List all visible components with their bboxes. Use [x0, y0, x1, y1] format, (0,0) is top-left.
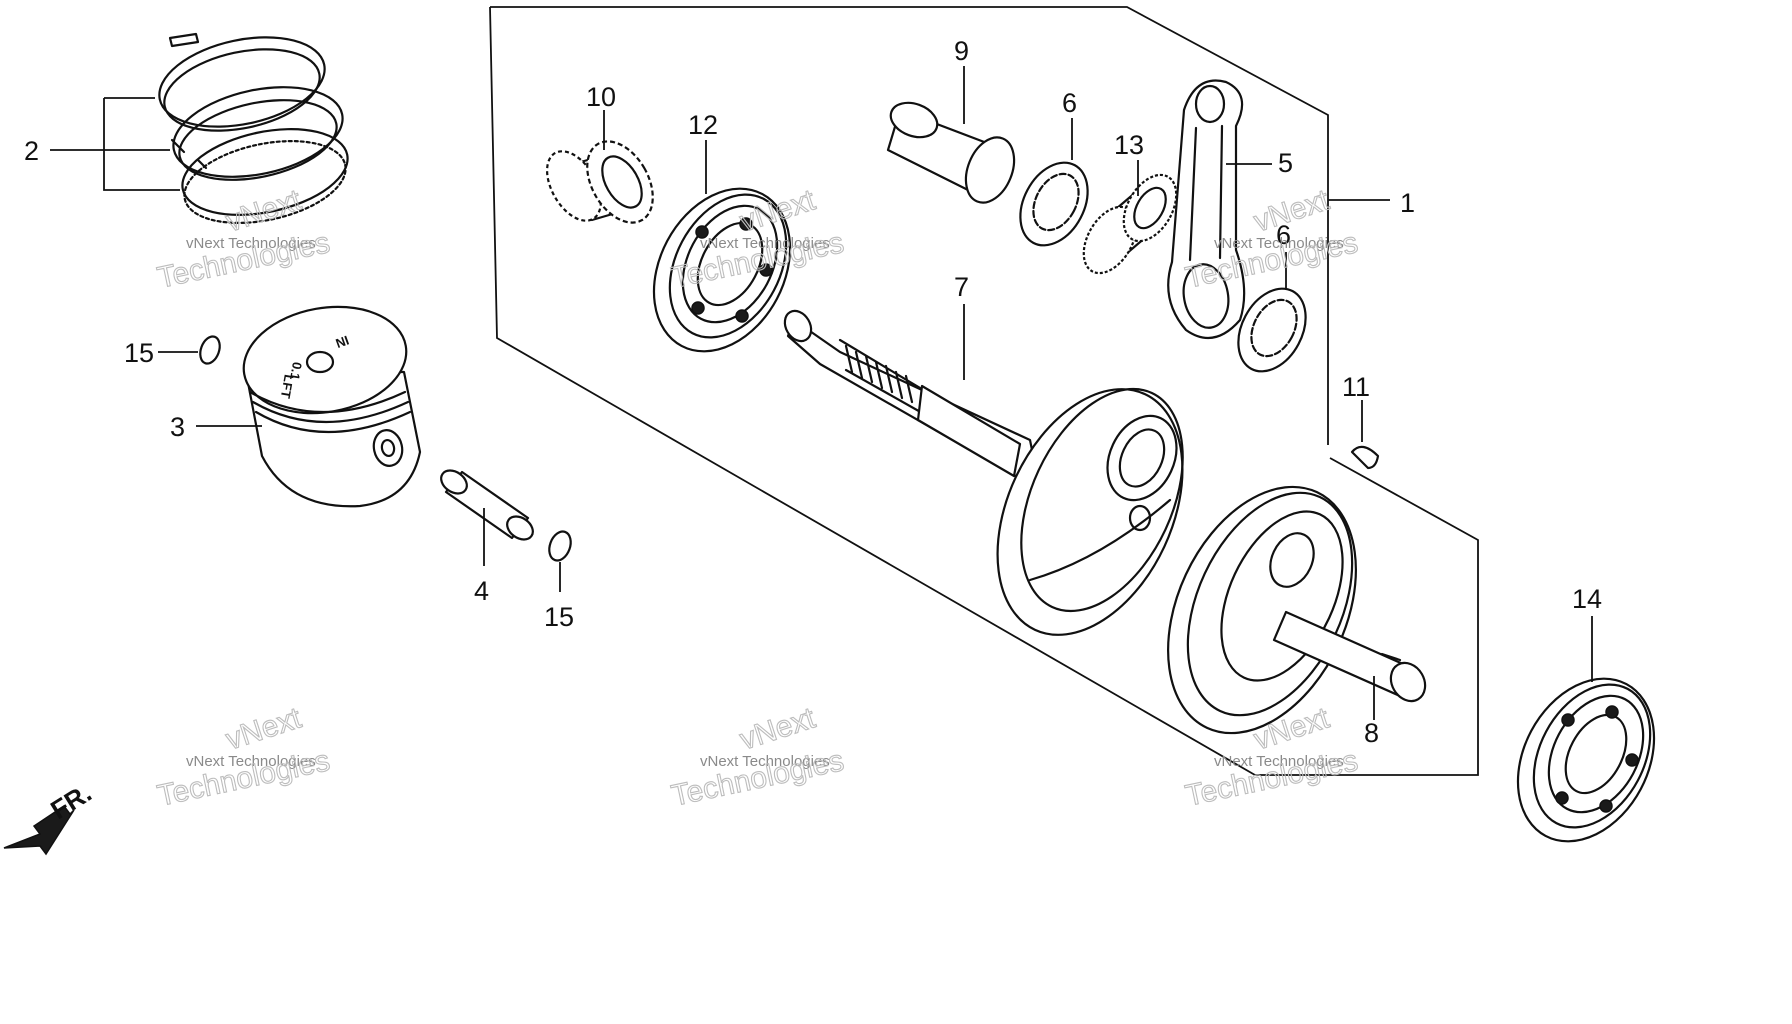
watermark-brand-small: vNext Technologies [700, 753, 830, 770]
callout-8: 8 [1364, 718, 1379, 748]
thrust-washer-lower [1237, 252, 1307, 373]
main-bearing-left [652, 140, 792, 353]
main-bearing-right [1516, 616, 1656, 843]
crankshaft-right [1167, 485, 1427, 735]
callout-6-lower: 6 [1276, 220, 1291, 250]
watermark-brand-top: vNext [1250, 183, 1334, 238]
watermark-brand-small: vNext Technologies [1214, 235, 1344, 252]
front-direction-indicator: FR. [3, 777, 97, 856]
callout-14: 14 [1572, 584, 1602, 614]
needle-bearing [1082, 160, 1178, 275]
piston-pin-clip-right [548, 530, 572, 592]
piston-lft-mark: LFT [278, 373, 297, 399]
piston-pin [440, 469, 534, 566]
callout-7: 7 [954, 272, 969, 302]
callout-12: 12 [688, 110, 718, 140]
watermark-brand-small: vNext Technologies [700, 235, 830, 252]
watermark-brand-top: vNext [222, 183, 306, 238]
callout-15-right: 15 [544, 602, 574, 632]
watermark-brand-top: vNext [222, 701, 306, 756]
callout-13: 13 [1114, 130, 1144, 160]
watermark-brand-small: vNext Technologies [1214, 753, 1344, 770]
watermark-brand-top: vNext [736, 701, 820, 756]
watermark-4: vNext vNext Technologies Technologies [154, 701, 333, 814]
piston-ring-set [50, 32, 349, 224]
callout-2: 2 [24, 136, 39, 166]
watermark-brand-small: vNext Technologies [186, 235, 316, 252]
callout-9: 9 [954, 36, 969, 66]
crankshaft-left [783, 304, 1184, 636]
crankshaft-assembly-frame [489, 6, 1479, 776]
watermark-brand-small: vNext Technologies [186, 753, 316, 770]
piston: IN LFT 0.1 [196, 305, 422, 508]
piston-size-mark: 0.1 [287, 361, 305, 381]
callout-5: 5 [1278, 148, 1293, 178]
piston-in-mark: IN [334, 333, 351, 352]
thrust-washer-upper [1019, 118, 1089, 247]
callout-11: 11 [1342, 372, 1370, 402]
callout-15-left: 15 [124, 338, 154, 368]
callout-labels: 1 2 3 4 5 6 6 7 8 9 10 11 12 13 14 15 15 [24, 36, 1602, 748]
woodruff-key [1350, 400, 1380, 470]
piston-pin-clip-left [158, 335, 221, 365]
connecting-rod [1167, 79, 1272, 340]
callout-4: 4 [474, 576, 489, 606]
callout-6-upper: 6 [1062, 88, 1077, 118]
crank-pin [886, 66, 1016, 204]
callout-10: 10 [586, 82, 616, 112]
watermark-5: vNext vNext Technologies Technologies [668, 701, 847, 814]
callout-3: 3 [170, 412, 185, 442]
callout-1: 1 [1400, 188, 1415, 218]
cam-sprocket [545, 110, 654, 224]
